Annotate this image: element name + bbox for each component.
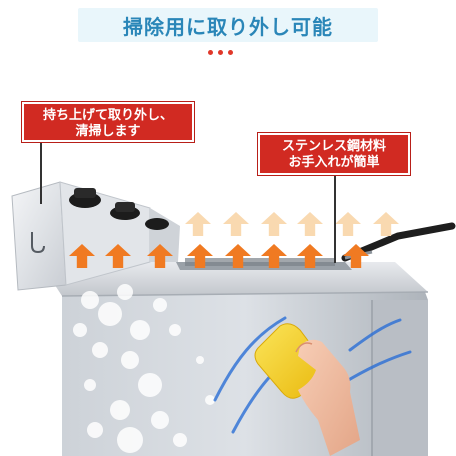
up-arrow-icon [335, 212, 361, 236]
up-arrow-icon [223, 212, 249, 236]
fryer-body [40, 262, 429, 456]
cleaning-foam [73, 284, 215, 453]
up-arrow-icon [343, 244, 369, 268]
up-arrow-icon [69, 244, 95, 268]
up-arrow-icon [69, 212, 399, 268]
up-arrow-icon [185, 212, 211, 236]
decorative-dots [208, 50, 233, 55]
hook-icon [31, 232, 45, 254]
up-arrow-icon [261, 212, 287, 236]
callout-line: 清掃します [75, 124, 141, 139]
callout-line: お手入れが簡単 [288, 155, 380, 170]
dot [218, 50, 223, 55]
knob-icon [69, 188, 169, 230]
title-banner: 掃除用に取り外し可能 [78, 8, 378, 42]
leader-line [334, 175, 336, 263]
leader-line [40, 142, 42, 204]
dot [228, 50, 233, 55]
up-arrow-icon [297, 212, 323, 236]
page-title: 掃除用に取り外し可能 [123, 14, 333, 39]
up-arrow-icon [261, 244, 287, 268]
callout-line: ステンレス鋼材料 [281, 139, 386, 154]
callout-line: 持ち上げて取り外し、 [42, 108, 173, 123]
callout-stainless: ステンレス鋼材料 お手入れが簡単 [258, 133, 410, 175]
callout-removable: 持ち上げて取り外し、 清掃します [22, 102, 194, 142]
up-arrow-icon [373, 212, 399, 236]
basket-rim [185, 258, 335, 266]
up-arrow-icon [225, 244, 251, 268]
dot [208, 50, 213, 55]
up-arrow-icon [187, 244, 213, 268]
up-arrow-icon [105, 244, 131, 268]
hand-icon [295, 339, 360, 456]
up-arrow-icon [297, 244, 323, 268]
up-arrow-icon [147, 244, 173, 268]
